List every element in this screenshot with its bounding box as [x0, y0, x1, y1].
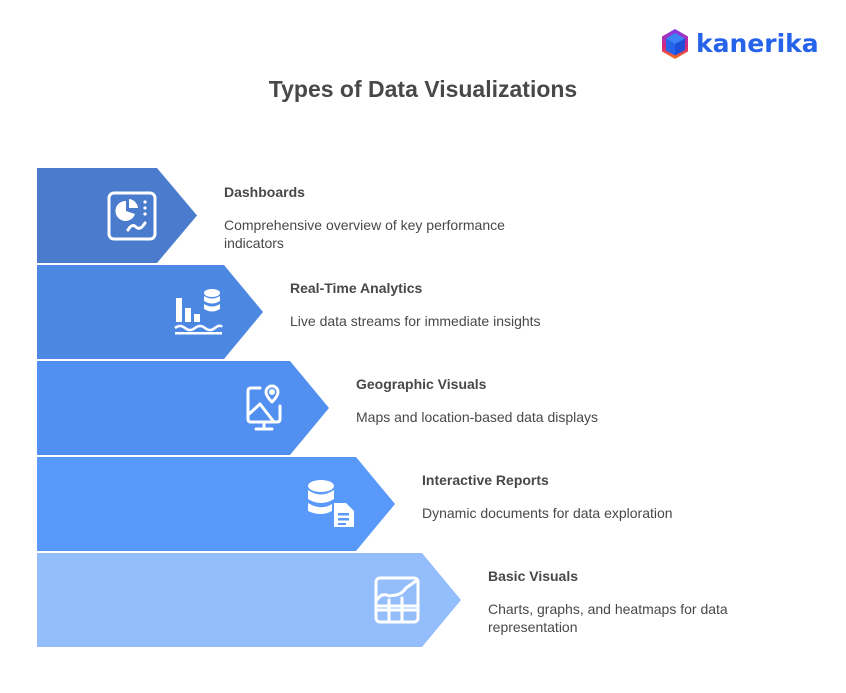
dashboard-icon: [106, 190, 158, 242]
step-3-description: Maps and location-based data displays: [356, 409, 599, 425]
step-5-label: Basic Visuals Charts, graphs, and heatma…: [488, 567, 778, 636]
step-5-description: Charts, graphs, and heatmaps for data re…: [488, 601, 728, 635]
page-title: Types of Data Visualizations: [268, 76, 578, 102]
step-1-label: Dashboards Comprehensive overview of key…: [224, 183, 554, 252]
band-2: [37, 265, 263, 359]
brand-name: kanerika: [696, 28, 819, 58]
step-4-label: Interactive Reports Dynamic documents fo…: [422, 471, 752, 522]
step-1-description: Comprehensive overview of key performanc…: [224, 217, 505, 251]
step-3-title: Geographic Visuals: [356, 376, 487, 392]
step-2-description: Live data streams for immediate insights: [290, 313, 541, 329]
step-4-description: Dynamic documents for data exploration: [422, 505, 673, 521]
step-3-label: Geographic Visuals Maps and location-bas…: [356, 375, 686, 426]
realtime-analytics-icon: [172, 286, 224, 338]
band-4: [37, 457, 395, 551]
band-3: [37, 361, 329, 455]
step-4-title: Interactive Reports: [422, 472, 549, 488]
step-1-title: Dashboards: [224, 184, 305, 200]
band-5: [37, 553, 461, 647]
step-5-title: Basic Visuals: [488, 568, 579, 584]
step-2-title: Real-Time Analytics: [290, 280, 423, 296]
step-2-label: Real-Time Analytics Live data streams fo…: [290, 279, 620, 330]
brand-logo: kanerika: [660, 27, 819, 61]
database-document-icon: [304, 477, 356, 529]
line-chart-grid-icon: [372, 574, 424, 626]
map-pin-monitor-icon: [238, 382, 290, 434]
cube-logo-icon: [662, 29, 688, 59]
